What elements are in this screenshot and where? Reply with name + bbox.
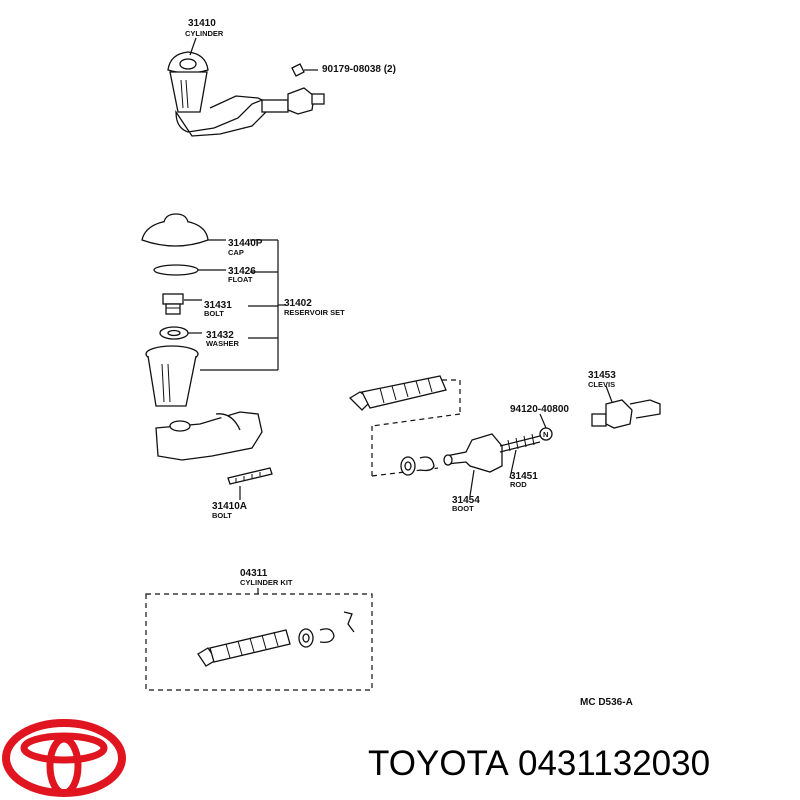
- reservoir-set-drawing: [141, 213, 286, 500]
- part-name-rod: ROD: [510, 480, 527, 489]
- part-name-cap: CAP: [228, 248, 244, 257]
- part-name-bolt-small: BOLT: [204, 309, 224, 318]
- cylinder-kit-drawing: [145, 593, 373, 691]
- cylinder-assembly-drawing: [167, 51, 325, 137]
- part-name-washer: WASHER: [206, 339, 240, 348]
- part-number-clevis: 31453: [588, 370, 616, 381]
- part-number-nut: 94120-40800: [510, 404, 569, 415]
- nut-marker: N: [543, 430, 548, 439]
- part-number-bolt-small: 31431: [204, 300, 232, 311]
- part-name-boot: BOOT: [452, 504, 474, 513]
- diagram-code: MC D536-A: [580, 697, 633, 708]
- part-name-float: FLOAT: [228, 275, 253, 284]
- part-number-screw: 90179-08038 (2): [322, 64, 396, 75]
- part-number-cylinder: 31410: [188, 18, 216, 29]
- part-number-bolt-long: 31410A: [212, 501, 247, 512]
- part-number-boot: 31454: [452, 495, 480, 506]
- part-name-cylinder-kit: CYLINDER KIT: [240, 578, 293, 587]
- part-name-bolt-long: BOLT: [212, 511, 232, 520]
- part-number-float: 31426: [228, 266, 256, 277]
- brand-name: TOYOTA: [368, 744, 509, 783]
- part-number-cylinder-kit: 04311: [240, 568, 268, 579]
- part-number-rod: 31451: [510, 471, 538, 482]
- part-name-reservoir-set: RESERVOIR SET: [284, 308, 345, 317]
- part-name-cylinder: CYLINDER: [185, 29, 224, 38]
- toyota-logo: [2, 719, 126, 797]
- part-number-title: 0431132030: [518, 744, 710, 783]
- part-number-cap: 31440P: [228, 238, 263, 249]
- part-number-washer: 31432: [206, 330, 234, 341]
- part-name-clevis: CLEVIS: [588, 380, 615, 389]
- piston-rod-drawing: N: [348, 375, 661, 497]
- part-number-reservoir-set: 31402: [284, 298, 312, 309]
